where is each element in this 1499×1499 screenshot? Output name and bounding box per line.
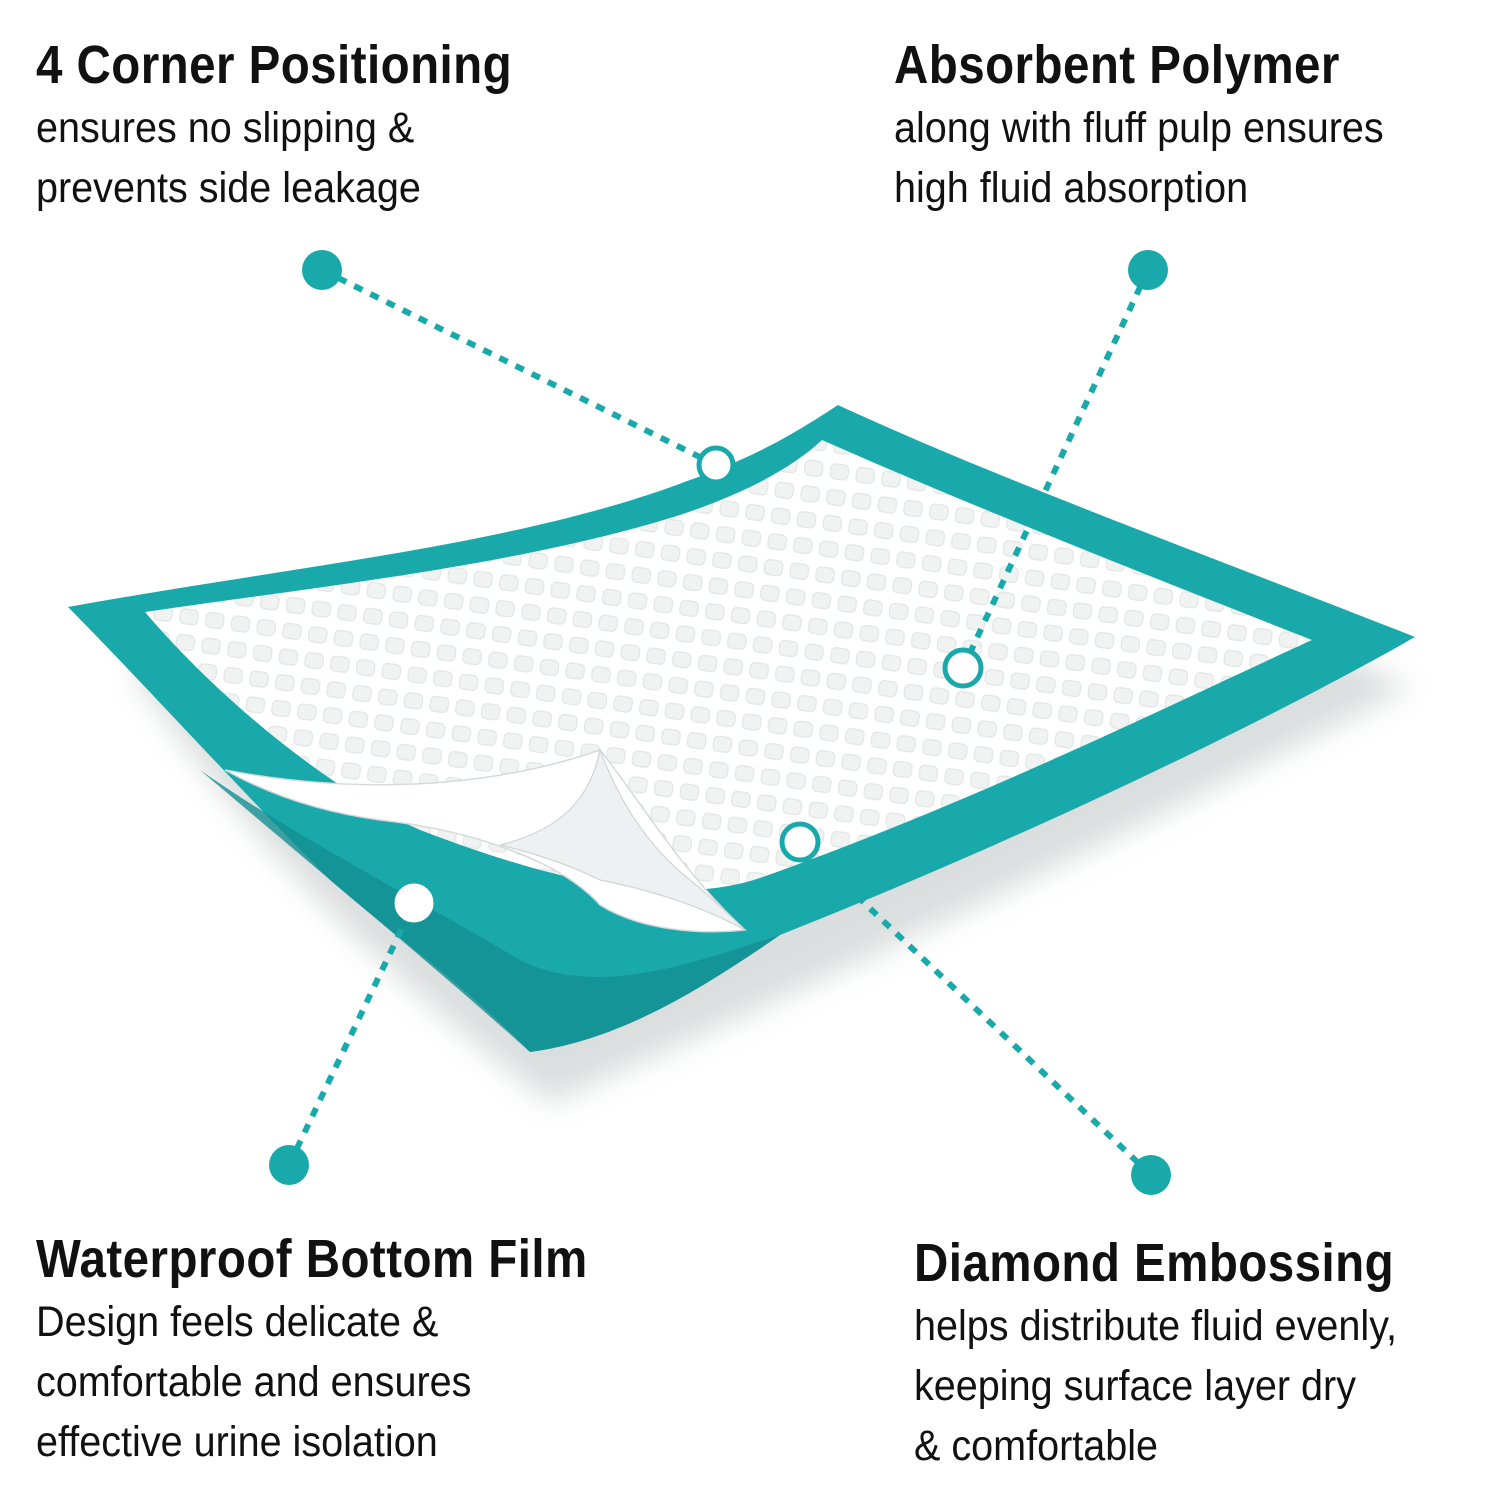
feature-line: comfortable and ensures bbox=[36, 1358, 472, 1406]
dot-top-left bbox=[302, 250, 342, 290]
feature-description: Design feels delicate & comfortable and … bbox=[36, 1292, 613, 1472]
leader-bottom-right bbox=[797, 839, 1154, 1178]
leader-lines bbox=[286, 267, 1154, 1178]
leader-bottom-left bbox=[286, 901, 417, 1167]
absorbent-core bbox=[145, 440, 1312, 891]
feature-line: along with fluff pulp ensures bbox=[894, 104, 1384, 152]
feature-line: effective urine isolation bbox=[36, 1418, 438, 1466]
feature-description: ensures no slipping & prevents side leak… bbox=[36, 98, 534, 218]
dot-top-right bbox=[1128, 250, 1168, 290]
feature-line: Design feels delicate & bbox=[36, 1298, 439, 1346]
feature-title: Diamond Embossing bbox=[914, 1233, 1395, 1293]
leader-top-right bbox=[960, 268, 1151, 670]
feature-description: helps distribute fluid evenly, keeping s… bbox=[914, 1296, 1416, 1476]
dot-bottom-right bbox=[1131, 1155, 1171, 1195]
feature-line: keeping surface layer dry bbox=[914, 1362, 1356, 1410]
feature-line: ensures no slipping & bbox=[36, 104, 415, 152]
ring-corner bbox=[696, 445, 736, 485]
pad-underside bbox=[200, 770, 780, 1052]
leader-top-left bbox=[320, 267, 718, 468]
feature-diamond-embossing: Diamond Embossing helps distribute fluid… bbox=[914, 1232, 1460, 1476]
feature-title: Absorbent Polymer bbox=[894, 35, 1340, 95]
feature-line: high fluid absorption bbox=[894, 164, 1249, 212]
feature-title: Waterproof Bottom Film bbox=[36, 1229, 588, 1289]
feature-line: prevents side leakage bbox=[36, 164, 421, 212]
ring-emboss bbox=[779, 821, 821, 863]
feature-corner-positioning: 4 Corner Positioning ensures no slipping… bbox=[36, 34, 577, 218]
feature-line: & comfortable bbox=[914, 1422, 1159, 1470]
ring-film bbox=[394, 883, 434, 923]
feature-waterproof-film: Waterproof Bottom Film Design feels deli… bbox=[36, 1228, 663, 1472]
ring-polymer bbox=[942, 647, 984, 689]
peeled-film-fold bbox=[499, 747, 746, 931]
feature-absorbent-polymer: Absorbent Polymer along with fluff pulp … bbox=[894, 34, 1426, 218]
feature-title: 4 Corner Positioning bbox=[36, 35, 513, 95]
dot-bottom-left bbox=[269, 1145, 309, 1185]
feature-description: along with fluff pulp ensures high fluid… bbox=[894, 98, 1384, 218]
feature-line: helps distribute fluid evenly, bbox=[914, 1302, 1398, 1350]
